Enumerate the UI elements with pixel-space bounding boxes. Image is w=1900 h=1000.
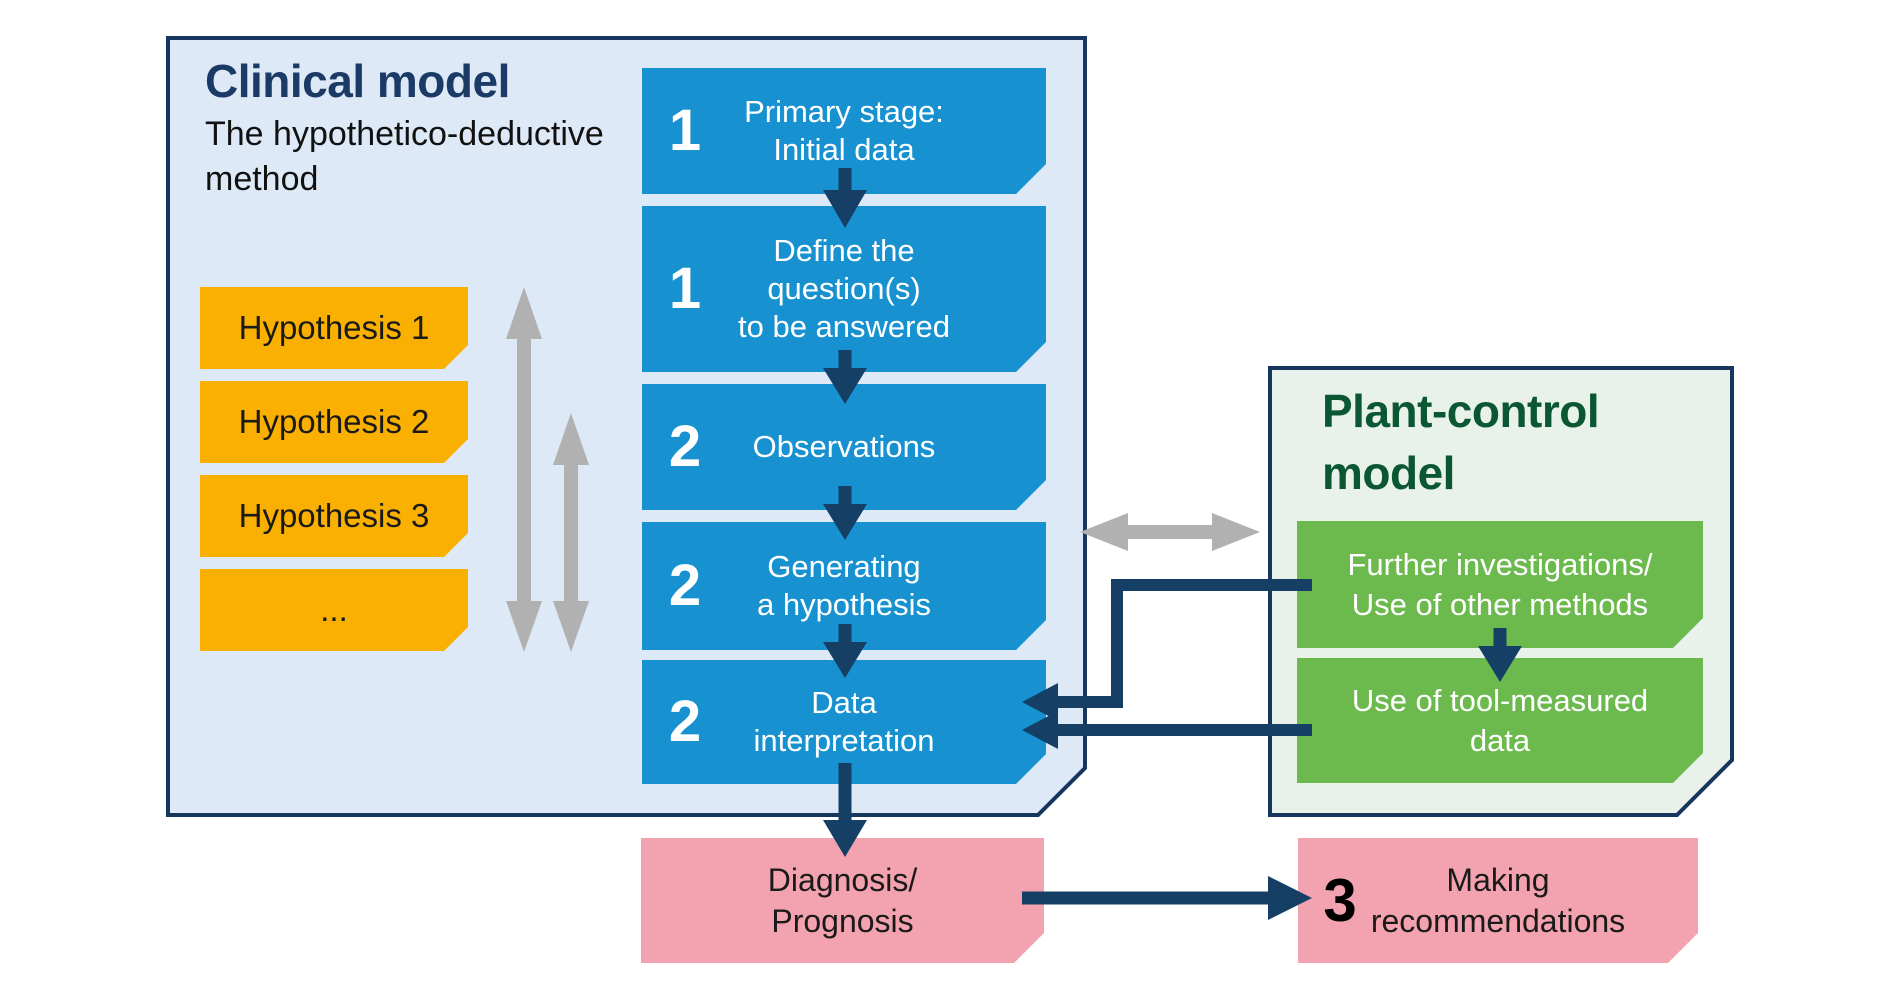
step-number-5: 2: [668, 689, 702, 754]
plant-control-model-title-line1: Plant-control: [1322, 385, 1600, 437]
plant-control-model-title: Plant-control model: [1322, 380, 1600, 504]
clinical-model-title: Clinical model: [205, 55, 510, 107]
hypothesis-2-box: Hypothesis 2: [200, 381, 468, 463]
outcome-number-3: 3: [1323, 867, 1357, 934]
plant-box-tool-measured-data: Use of tool-measured data: [1297, 658, 1703, 783]
step-observations-label: Observations: [752, 429, 936, 464]
step-number-2: 1: [668, 256, 702, 321]
step-generating-hypothesis-line2: a hypothesis: [756, 587, 932, 622]
step-number-4: 2: [668, 553, 702, 618]
step-box-generating-hypothesis: 2 Generating a hypothesis: [642, 522, 1046, 650]
outcome-box-making-recommendations: 3 Making recommendations: [1298, 838, 1698, 963]
hypotheses-double-arrow-short: [553, 413, 589, 652]
step-primary-stage-line1: Primary stage:: [744, 94, 944, 129]
hypothesis-1-label: Hypothesis 1: [238, 309, 430, 346]
tool-measured-data-line1: Use of tool-measured: [1351, 682, 1649, 718]
further-investigations-line2: Use of other methods: [1351, 586, 1649, 622]
recommendations-line2: recommendations: [1370, 902, 1626, 939]
hypothesis-1-box: Hypothesis 1: [200, 287, 468, 369]
hypotheses-double-arrow-long: [506, 287, 542, 652]
step-box-primary-stage: 1 Primary stage: Initial data: [642, 68, 1046, 194]
hypothesis-ellipsis-box: ...: [200, 569, 468, 651]
connector-investigations-to-interpretation: [1058, 579, 1312, 708]
hypothesis-3-box: Hypothesis 3: [200, 475, 468, 557]
clinical-model-subtitle: The hypothetico-deductive method: [205, 112, 604, 202]
clinical-model-subtitle-line2: method: [205, 160, 319, 198]
hypothesis-ellipsis-label: ...: [320, 591, 348, 628]
models-exchange-double-arrow: [1080, 513, 1260, 551]
hypothesis-2-label: Hypothesis 2: [238, 403, 430, 440]
step-generating-hypothesis-line1: Generating: [767, 549, 921, 584]
plant-box-further-investigations: Further investigations/ Use of other met…: [1297, 521, 1703, 648]
step-data-interpretation-line1: Data: [811, 685, 877, 720]
step-define-questions-line3: to be answered: [738, 309, 950, 344]
tool-measured-data-line2: data: [1469, 722, 1531, 758]
plant-control-model-title-line2: model: [1322, 447, 1455, 499]
hypothesis-3-label: Hypothesis 3: [238, 497, 430, 534]
step-number-1: 1: [668, 98, 702, 163]
step-primary-stage-line2: Initial data: [773, 132, 915, 167]
step-box-observations: 2 Observations: [642, 384, 1046, 510]
step-define-questions-line1: Define the: [773, 233, 915, 268]
clinical-model-subtitle-line1: The hypothetico-deductive: [205, 115, 604, 153]
further-investigations-line1: Further investigations/: [1347, 546, 1653, 582]
diagnosis-line1: Diagnosis/: [767, 861, 918, 898]
outcome-box-diagnosis-prognosis: Diagnosis/ Prognosis: [641, 838, 1044, 963]
step-define-questions-line2: question(s): [767, 271, 921, 306]
step-data-interpretation-line2: interpretation: [753, 723, 935, 758]
recommendations-line1: Making: [1446, 861, 1550, 898]
step-number-3: 2: [668, 414, 702, 479]
diagnosis-line2: Prognosis: [771, 902, 914, 939]
step-box-data-interpretation: 2 Data interpretation: [642, 660, 1046, 784]
step-box-define-questions: 1 Define the question(s) to be answered: [642, 206, 1046, 372]
